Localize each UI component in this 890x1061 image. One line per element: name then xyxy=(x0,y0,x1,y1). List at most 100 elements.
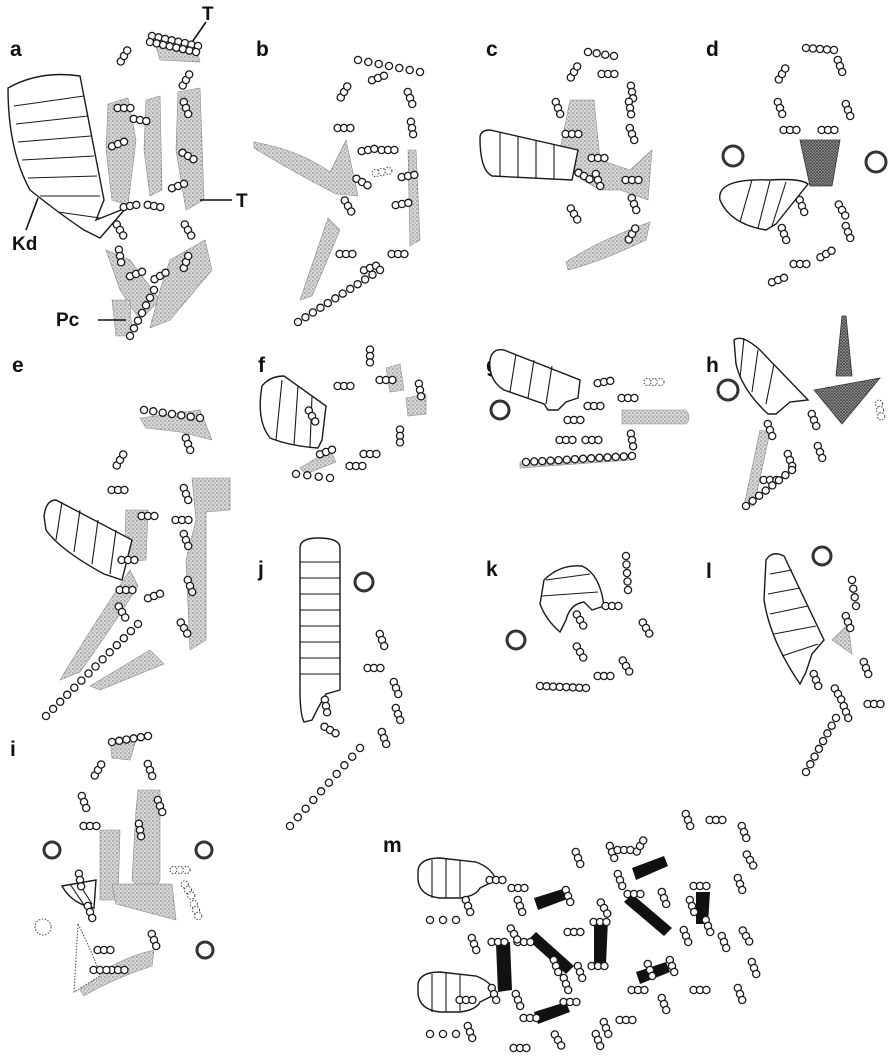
cell-circle xyxy=(108,738,115,745)
cell-circle xyxy=(395,690,402,697)
cell-circle xyxy=(663,900,670,907)
cell-circle xyxy=(519,908,526,915)
cell-circle xyxy=(582,684,589,691)
cell-circle xyxy=(397,716,404,723)
cell-circle xyxy=(596,454,603,461)
dark-stippled-region xyxy=(800,140,840,186)
cell-circle xyxy=(133,201,140,208)
cell-circle xyxy=(332,295,339,302)
cell-circle xyxy=(187,413,194,420)
cell-circle xyxy=(159,808,166,815)
cell-circle xyxy=(188,892,195,899)
cell-circle xyxy=(750,862,757,869)
cell-circle xyxy=(501,938,508,945)
cell-circle xyxy=(521,884,528,891)
cell-circle xyxy=(624,586,631,593)
panel-c xyxy=(480,100,652,270)
cell-circle xyxy=(847,234,854,241)
cell-circle xyxy=(499,876,506,883)
cell-circle xyxy=(371,145,378,152)
cell-circle xyxy=(619,882,626,889)
cell-circle xyxy=(522,458,529,465)
cell-circle xyxy=(604,910,611,917)
cell-circle xyxy=(842,212,849,219)
cell-circle xyxy=(127,628,134,635)
cell-circle xyxy=(644,378,651,385)
cell-circle xyxy=(188,232,195,239)
panel-l xyxy=(764,547,852,684)
cell-circle xyxy=(671,968,678,975)
cell-circle xyxy=(629,1016,636,1023)
cell-circle xyxy=(185,252,192,259)
cell-circle xyxy=(195,912,202,919)
cell-circle xyxy=(406,66,413,73)
cell-circle xyxy=(309,309,316,316)
leader-kd xyxy=(26,198,38,230)
cell-circle xyxy=(381,642,388,649)
cell-circle xyxy=(452,916,459,923)
cell-circle xyxy=(803,260,810,267)
cell-circle xyxy=(116,737,123,744)
cell-circle xyxy=(631,394,638,401)
cell-circle xyxy=(89,914,96,921)
cell-circle xyxy=(847,624,854,631)
cell-circle xyxy=(782,65,789,72)
cell-circle xyxy=(120,232,127,239)
cell-circle xyxy=(389,376,396,383)
cell-circle xyxy=(586,176,593,183)
cell-circle xyxy=(612,453,619,460)
cell-circle xyxy=(601,154,608,161)
cell-circle xyxy=(409,100,416,107)
panel-label-e: e xyxy=(12,354,24,377)
cell-circle xyxy=(657,378,664,385)
cell-circle xyxy=(707,928,714,935)
cell-circle xyxy=(877,700,884,707)
cell-circle xyxy=(573,998,580,1005)
cell-circle xyxy=(646,630,653,637)
cell-circle xyxy=(739,886,746,893)
cell-circle xyxy=(828,247,835,254)
cell-circle xyxy=(649,972,656,979)
nucleus-ring xyxy=(813,547,831,565)
panel-k xyxy=(507,566,604,649)
cell-circle xyxy=(739,996,746,1003)
cell-circle xyxy=(663,1006,670,1013)
cell-circle xyxy=(824,730,831,737)
stippled-region xyxy=(112,300,132,336)
cell-circle xyxy=(317,304,324,311)
cell-circle xyxy=(769,432,776,439)
cell-circle xyxy=(628,452,635,459)
cell-circle xyxy=(811,753,818,760)
cell-circle xyxy=(347,285,354,292)
cell-circle xyxy=(426,916,433,923)
cell-circle xyxy=(376,266,383,273)
segmented-structure xyxy=(260,376,326,448)
cell-circle xyxy=(633,206,640,213)
cell-circle xyxy=(187,446,194,453)
segmented-structure xyxy=(734,338,808,414)
cell-circle xyxy=(129,586,136,593)
cell-circle xyxy=(630,443,637,450)
cell-circle xyxy=(189,588,196,595)
cell-circle xyxy=(539,458,546,465)
cell-circle xyxy=(383,740,390,747)
cell-circle xyxy=(137,734,144,741)
cell-circle xyxy=(324,300,331,307)
panel-d xyxy=(720,140,886,230)
cell-circle xyxy=(845,714,852,721)
cell-circle xyxy=(801,208,808,215)
cell-circle xyxy=(302,805,309,812)
cell-circle xyxy=(144,732,151,739)
cell-circle xyxy=(373,450,380,457)
cell-circle xyxy=(106,649,113,656)
cell-circle xyxy=(151,512,158,519)
cell-circle xyxy=(703,986,710,993)
cell-circle xyxy=(574,216,581,223)
cell-circle xyxy=(780,274,787,281)
stippled-region xyxy=(106,98,136,205)
stippled-region xyxy=(254,140,358,196)
cell-circle xyxy=(579,974,586,981)
cell-circle xyxy=(411,171,418,178)
cell-circle xyxy=(580,622,587,629)
cell-circle xyxy=(183,866,190,873)
